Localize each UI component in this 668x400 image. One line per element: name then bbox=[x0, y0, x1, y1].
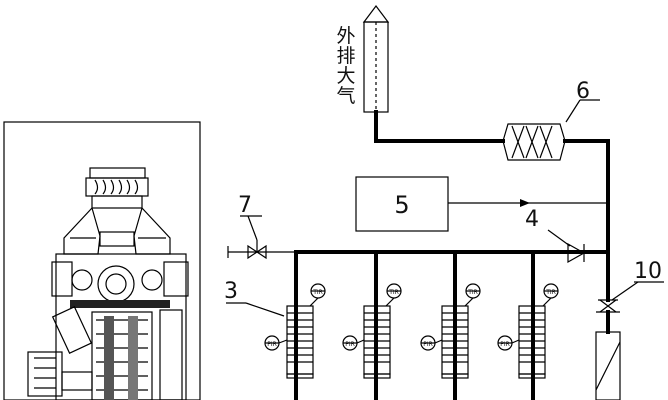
label-5: 5 bbox=[394, 191, 409, 219]
pir-label-3: PIR bbox=[423, 341, 433, 348]
vent-label: 外 排 大 气 bbox=[336, 25, 355, 107]
engine-frame bbox=[3, 121, 201, 400]
sampling-unit-4: TIR PIR bbox=[497, 283, 559, 379]
label-10: 10 bbox=[634, 259, 662, 284]
label-6: 6 bbox=[576, 79, 590, 104]
engine-illustration bbox=[3, 121, 201, 400]
label-3: 3 bbox=[224, 279, 238, 304]
vent-char-1: 外 bbox=[336, 25, 355, 47]
label-4: 4 bbox=[525, 207, 539, 232]
valve-10: 10 bbox=[595, 259, 664, 400]
filter-unit-6: 6 bbox=[502, 79, 600, 161]
control-box-5: 5 bbox=[355, 176, 449, 232]
piping bbox=[227, 110, 610, 400]
exhaust-stack bbox=[362, 5, 390, 113]
check-valve-4: 4 bbox=[525, 207, 586, 264]
tir-label-4: TIR bbox=[545, 289, 556, 296]
sampling-unit-2: TIR PIR bbox=[342, 283, 402, 379]
vent-char-3: 大 bbox=[336, 65, 355, 87]
sampling-unit-1: TIR PIR bbox=[264, 283, 326, 379]
inlet-valve-7: 7 bbox=[238, 193, 267, 260]
tir-label-2: TIR bbox=[388, 289, 399, 296]
pir-label-4: PIR bbox=[500, 341, 510, 348]
label-3-group: 3 bbox=[224, 279, 285, 317]
tir-label-3: TIR bbox=[467, 289, 478, 296]
tir-label-1: TIR bbox=[312, 289, 323, 296]
pir-label-1: PIR bbox=[267, 341, 277, 348]
label-7: 7 bbox=[238, 193, 252, 218]
vent-char-2: 排 bbox=[336, 45, 355, 67]
pir-label-2: PIR bbox=[345, 341, 355, 348]
vent-char-4: 气 bbox=[336, 85, 355, 107]
sampling-unit-3: TIR PIR bbox=[420, 283, 481, 379]
